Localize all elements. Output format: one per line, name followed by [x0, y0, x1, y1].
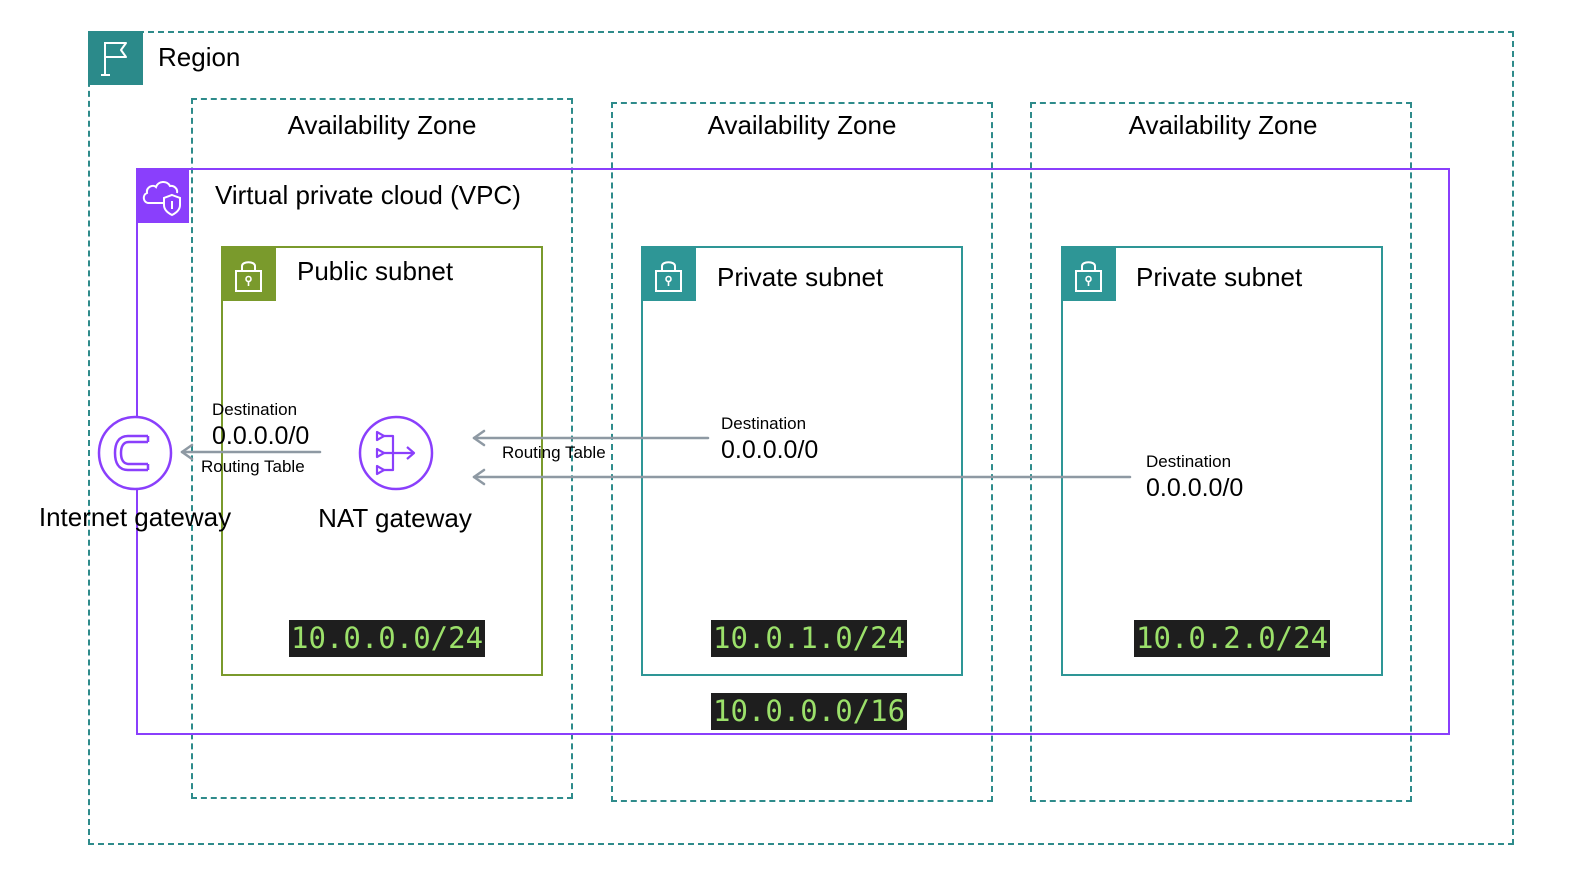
- private-subnet-2-label: Private subnet: [1136, 262, 1303, 292]
- private-subnet-1-label: Private subnet: [717, 262, 884, 292]
- private2-route-destination-value: 0.0.0.0/0: [1146, 474, 1244, 502]
- private-subnet-2-badge: [1061, 246, 1116, 301]
- public-routing-table-label: Routing Table: [201, 457, 305, 476]
- private1-route-destination-value: 0.0.0.0/0: [721, 436, 819, 464]
- lock-icon: [235, 261, 262, 292]
- flag-icon: [101, 42, 127, 76]
- private-subnet-2: [1061, 246, 1383, 676]
- availability-zone-3-label: Availability Zone: [1128, 110, 1318, 140]
- private1-routing-table-label: Routing Table: [502, 443, 606, 462]
- private2-route-destination-label: Destination: [1146, 452, 1232, 471]
- availability-zone-1-label: Availability Zone: [287, 110, 477, 140]
- public-route-destination-value: 0.0.0.0/0: [212, 422, 310, 450]
- nat-gateway-icon[interactable]: [357, 414, 435, 492]
- public-subnet-cidr: 10.0.0.0/24: [289, 620, 486, 657]
- private-subnet-2-cidr: 10.0.2.0/24: [1134, 620, 1331, 657]
- availability-zone-1: [191, 98, 573, 799]
- lock-icon: [655, 261, 682, 292]
- availability-zone-2: [611, 102, 993, 802]
- vpc-badge: [136, 168, 189, 223]
- region-badge: [88, 31, 143, 85]
- availability-zone-3: [1030, 102, 1412, 802]
- public-subnet: [221, 246, 543, 676]
- private1-route-destination-label: Destination: [721, 414, 807, 433]
- internet-gateway-icon[interactable]: [96, 414, 174, 492]
- vpc-cidr: 10.0.0.0/16: [711, 693, 908, 730]
- region-boundary: [88, 31, 1514, 845]
- region-label: Region: [158, 42, 241, 72]
- public-subnet-label: Public subnet: [297, 256, 454, 286]
- public-subnet-badge: [221, 246, 276, 301]
- private-subnet-1-cidr: 10.0.1.0/24: [711, 620, 908, 657]
- nat-gateway-label: NAT gateway: [318, 503, 472, 533]
- availability-zone-2-label: Availability Zone: [707, 110, 897, 140]
- private-subnet-1-badge: [641, 246, 696, 301]
- cloud-shield-icon: [142, 181, 181, 217]
- internet-gateway-label: Internet gateway: [38, 502, 232, 532]
- public-route-destination-label: Destination: [212, 400, 298, 419]
- private-subnet-1: [641, 246, 963, 676]
- vpc-label: Virtual private cloud (VPC): [215, 180, 521, 210]
- lock-icon: [1075, 261, 1102, 292]
